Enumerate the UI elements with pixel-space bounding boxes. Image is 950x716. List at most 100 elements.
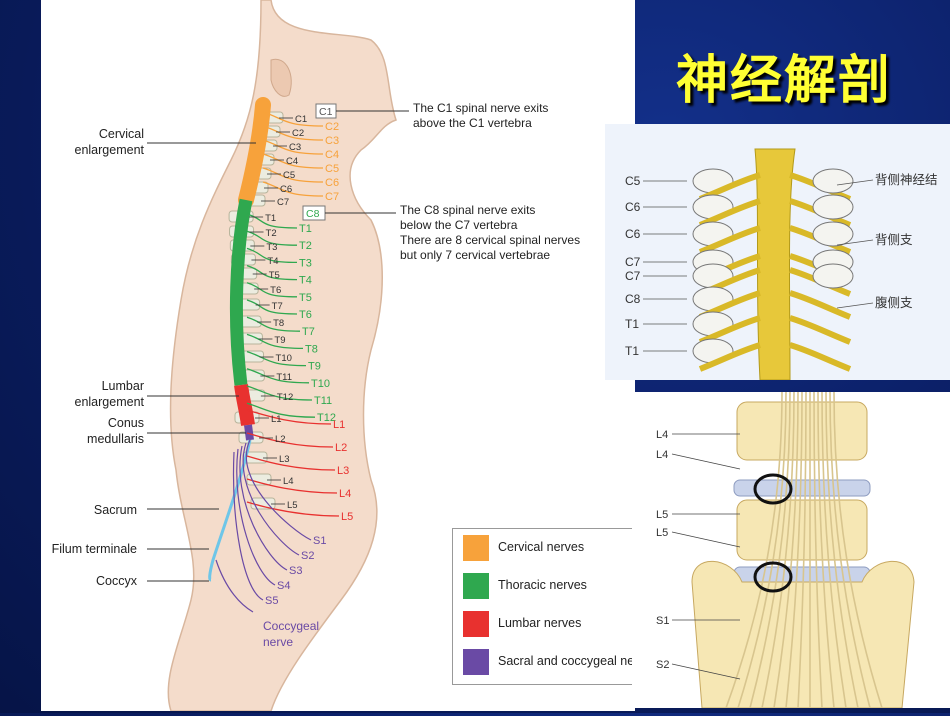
- nerve-line: [262, 181, 324, 197]
- left-label-text: enlargement: [75, 395, 145, 409]
- left-label-text: Filum terminale: [52, 542, 137, 556]
- nerve-line: [246, 385, 313, 401]
- nerve-line: [246, 247, 298, 264]
- nerve-line: [262, 111, 324, 127]
- nerve-label: C4: [325, 149, 339, 161]
- nerve-label: T9: [308, 361, 321, 373]
- vertebra-label: T11: [276, 372, 292, 383]
- legend-swatch-thoracic: [463, 573, 489, 599]
- boxed-c1-label: C1: [319, 106, 333, 118]
- legend-swatch-lumbar: [463, 611, 489, 637]
- left-label-text: Coccyx: [96, 574, 138, 588]
- sacral-nerve-line: [232, 451, 264, 601]
- nerve-label: L4: [339, 488, 351, 500]
- legend-swatch-sacral: [463, 649, 489, 675]
- nerve-label: L5: [341, 511, 353, 523]
- cervical-label: C8: [625, 292, 641, 306]
- cauda-fiber: [829, 392, 871, 708]
- note-c8-text: There are 8 cervical spinal nerves: [400, 233, 580, 247]
- nerve-label: T10: [311, 378, 330, 390]
- vertebra-label: T7: [272, 301, 283, 312]
- nerve-line: [262, 167, 324, 183]
- note-c8-text: below the C7 vertebra: [400, 218, 518, 232]
- nerve-label: L1: [333, 419, 345, 431]
- cervical-label: C6: [625, 227, 641, 241]
- cauda-fiber: [821, 392, 847, 708]
- nerve-label: L3: [337, 465, 349, 477]
- legend-label: Sacral and coccygeal nerves: [498, 654, 658, 668]
- spinal-anatomy-illustration: C1C2C3C4C5C6C7T1T2T3T4T5T6T7T8T9T10T11T1…: [52, 0, 581, 712]
- nerve-line: [246, 213, 298, 229]
- left-label-text: Cervical: [99, 127, 144, 141]
- vertebra-label: T5: [269, 270, 280, 281]
- lumbar-label: S1: [656, 615, 669, 627]
- spinal-nerves: [215, 111, 340, 613]
- nerve-label: T12: [317, 412, 336, 424]
- vertebra-label: T2: [266, 228, 277, 239]
- cord-conus: [244, 424, 254, 441]
- ear: [270, 58, 292, 97]
- nerve-line: [246, 350, 307, 367]
- nerve-line: [246, 299, 298, 315]
- sacrum-shape: [691, 560, 915, 708]
- vertebra-label: T6: [270, 285, 281, 296]
- nerve-line: [246, 455, 336, 471]
- vertebra-label: L1: [271, 414, 282, 425]
- nerve-label: C5: [325, 163, 339, 175]
- nerve-line: [246, 368, 310, 384]
- nerve-line: [262, 153, 324, 169]
- nerve-label: T5: [299, 292, 312, 304]
- cauda-fiber: [737, 392, 787, 708]
- nerve-line: [246, 501, 340, 517]
- vertebra-label: T1: [265, 213, 276, 224]
- left-label-text: Conus: [108, 416, 144, 430]
- right-label: 背侧支: [875, 233, 913, 247]
- cervical-label: C6: [625, 200, 641, 214]
- legend-swatch-cervical: [463, 535, 489, 561]
- nerve-line: [246, 316, 301, 332]
- nerve-label: T4: [299, 275, 312, 287]
- vertebra-label: L4: [283, 476, 294, 487]
- vertebra-label: C2: [292, 128, 304, 139]
- sacral-nerve-label: S4: [277, 580, 290, 592]
- left-label-text: medullaris: [87, 432, 144, 446]
- nerve-line: [246, 264, 298, 281]
- right-label-pointer: [836, 179, 874, 186]
- legend-label: Thoracic nerves: [498, 578, 587, 592]
- nerve-label: T1: [299, 223, 312, 235]
- vertebra-label: C6: [280, 184, 292, 195]
- lumbar-label-pointer: [671, 531, 741, 548]
- vertebra-label: T9: [274, 335, 285, 346]
- nerve-line: [246, 409, 332, 425]
- right-label: 腹侧支: [875, 296, 913, 310]
- lumbar-label: S2: [656, 659, 669, 671]
- nerve-label: T2: [299, 240, 312, 252]
- diagram-labels: C1C2C3C4C5C6C7T1T2T3T4T5T6T7T8T9T10T11T1…: [52, 101, 581, 649]
- cauda-fiber: [813, 392, 823, 708]
- vertebra-label: T12: [277, 392, 293, 403]
- vertebra-label: T4: [267, 256, 278, 267]
- vertebra-label: C4: [286, 156, 298, 167]
- highlight-circle-L4: [753, 473, 793, 505]
- sacral-nerve-line: [239, 445, 288, 571]
- cauda-equina: [725, 392, 883, 708]
- vertebra-label: C1: [295, 114, 307, 125]
- legend-label: Cervical nerves: [498, 540, 585, 554]
- body-silhouette: [167, 0, 397, 712]
- sacral-nerve-label: S5: [265, 595, 278, 607]
- lumbar-label-pointer: [671, 663, 741, 680]
- vertebra-right: [812, 221, 854, 247]
- cauda-fiber: [725, 392, 783, 708]
- nerve-label: T7: [302, 326, 315, 338]
- nerve-label: C2: [325, 121, 339, 133]
- vertebra-label: T10: [276, 353, 292, 364]
- nerve-root-right: [789, 315, 852, 345]
- cord-thoracic: [229, 198, 253, 386]
- vertebra-label: T3: [266, 242, 277, 253]
- lumbar-label-pointer: [671, 453, 741, 470]
- nerve-label: L2: [335, 442, 347, 454]
